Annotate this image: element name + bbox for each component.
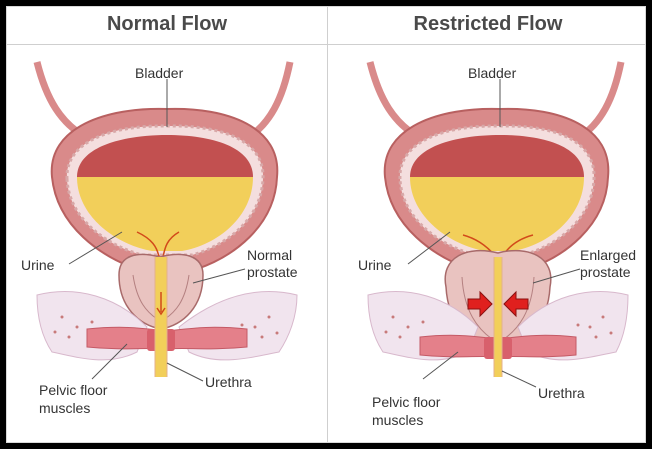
right-ureter [249, 61, 294, 138]
urethra-label: Urethra [538, 385, 585, 401]
urethra-channel [494, 257, 502, 377]
restricted-flow-panel: Restricted Flow [328, 7, 648, 442]
diagram-frame: Normal Flow [6, 6, 646, 443]
restricted-bladder-illustration [366, 61, 629, 388]
normal-bladder-illustration [33, 61, 298, 382]
pelvic-floor-label-line2: muscles [372, 412, 424, 428]
left-ureter [33, 61, 84, 138]
urine-label: Urine [358, 257, 392, 273]
pelvic-floor-label-line1: Pelvic floor [39, 382, 108, 398]
urethra-label: Urethra [205, 374, 252, 390]
pelvic-floor-label-line1: Pelvic floor [372, 394, 441, 410]
left-ureter [366, 61, 417, 138]
prostate-label-line1: Enlarged [580, 247, 637, 263]
prostate-label-line2: prostate [247, 264, 298, 280]
normal-flow-panel: Normal Flow [7, 7, 327, 442]
panel-divider [327, 7, 328, 442]
title-separator [7, 44, 645, 45]
panel-title: Restricted Flow [413, 13, 563, 35]
pelvic-floor-label-line2: muscles [39, 400, 91, 416]
urine-fill [410, 177, 584, 251]
urine-label: Urine [21, 257, 55, 273]
bladder-label: Bladder [468, 65, 517, 81]
compression-arrow-right [503, 290, 529, 318]
bladder-interior [77, 135, 253, 177]
panel-title: Normal Flow [106, 13, 227, 35]
bladder-interior [410, 135, 584, 177]
right-ureter [580, 61, 625, 138]
compression-arrow-left [467, 290, 493, 318]
prostate-label-line1: Normal [247, 247, 293, 263]
urethra-channel [155, 257, 167, 377]
bladder-label: Bladder [135, 65, 184, 81]
prostate-label-line2: prostate [580, 264, 631, 280]
